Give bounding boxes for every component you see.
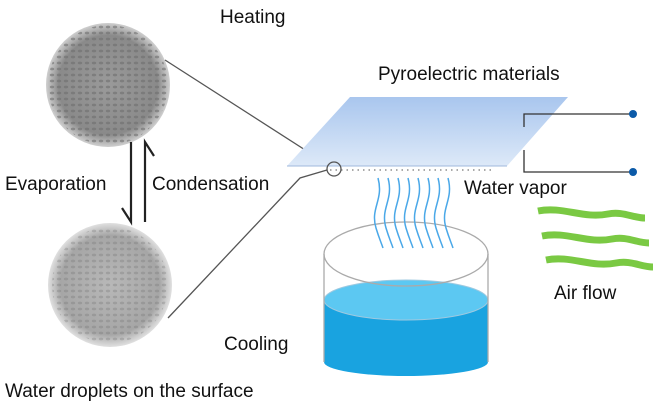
- evaporation-arrow: [121, 142, 133, 226]
- caption: Water droplets on the surface: [5, 381, 254, 402]
- water-container: [323, 221, 489, 376]
- condensation-label: Condensation: [152, 174, 270, 195]
- magnifier-circle: [326, 161, 342, 177]
- condensation-arrow: [143, 138, 155, 222]
- heating-surface-image: [46, 23, 170, 147]
- evaporation-label: Evaporation: [5, 174, 107, 195]
- pyroelectric-plate: [287, 97, 568, 166]
- cooling-surface-image: [48, 223, 172, 347]
- zoom-lines: [164, 59, 328, 319]
- pyroelectric-label: Pyroelectric materials: [378, 64, 560, 85]
- water-vapor-label: Water vapor: [464, 178, 567, 199]
- air-flow-waves: [537, 206, 654, 271]
- electrode-terminal-bottom: [629, 168, 637, 176]
- electrode-wires: [523, 113, 632, 173]
- phase-change-arrows: [121, 138, 155, 226]
- cooling-label: Cooling: [224, 334, 289, 355]
- heating-label: Heating: [220, 7, 286, 28]
- water-vapor-lines: [373, 177, 454, 249]
- air-flow-label: Air flow: [554, 283, 617, 304]
- electrode-terminal-top: [629, 110, 637, 118]
